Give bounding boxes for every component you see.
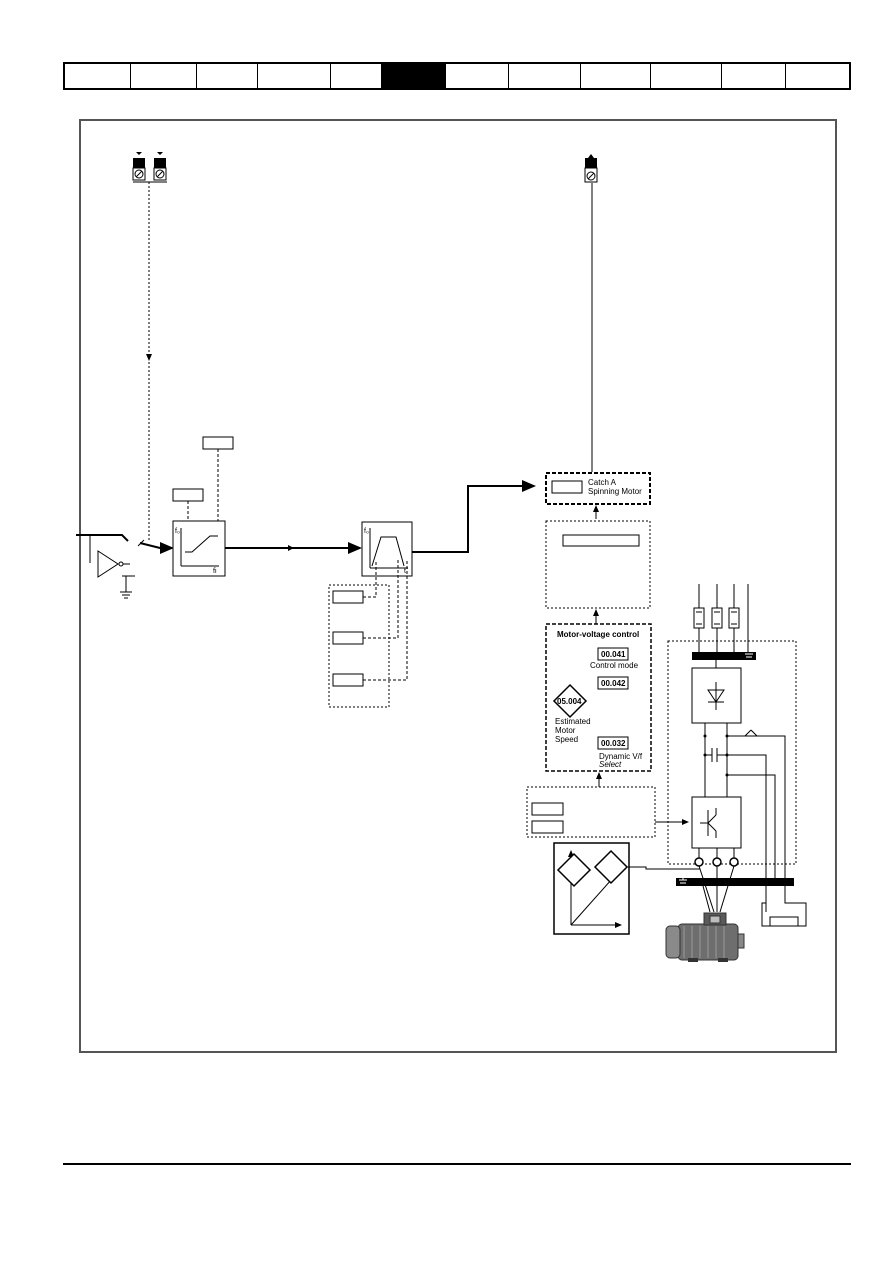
vf-graph-box: [553, 842, 630, 935]
param-box-b: [202, 436, 234, 450]
motor-voltage-title: Motor-voltage control: [557, 630, 639, 639]
chapter-tab-10[interactable]: [651, 64, 722, 88]
ramp-axis-y: f₀: [364, 528, 369, 535]
terminal-block-left-2: [153, 152, 167, 181]
chapter-tab-6-active[interactable]: [382, 64, 446, 88]
drive-power-box: [667, 640, 797, 865]
chapter-tab-7[interactable]: [446, 64, 509, 88]
estimated-label-2: Motor: [555, 726, 576, 735]
chapter-tab-5[interactable]: [331, 64, 382, 88]
lower-param-box-2: [531, 820, 564, 834]
chapter-tab-4[interactable]: [258, 64, 331, 88]
param-00032: 00.032: [601, 739, 626, 748]
output-terminal-u: [694, 857, 704, 867]
fuse-3: [728, 607, 740, 629]
dynamic-label-1: Dynamic V/f: [599, 752, 643, 761]
chapter-tab-bar: [63, 62, 851, 90]
limit-axis-x: fi: [213, 568, 217, 575]
catch-label-1: Catch A: [588, 478, 617, 487]
ramp-param-box-2: [332, 631, 364, 645]
vf-diamond-left: [556, 852, 592, 888]
limit-block: [172, 520, 226, 577]
fuse-2: [711, 607, 723, 629]
param-00041: 00.041: [601, 650, 626, 659]
motor-icon: [665, 912, 745, 962]
ramp-axis-x: t: [404, 568, 406, 575]
lower-param-group: [526, 786, 656, 838]
diagram-frame: [79, 119, 837, 1053]
ramp-param-box-1: [332, 590, 364, 604]
chapter-tab-3[interactable]: [197, 64, 258, 88]
param-05004: 05.004: [557, 697, 582, 706]
param-box-a: [172, 488, 204, 502]
estimated-speed-diamond: [552, 683, 588, 719]
catch-label-2: Spinning Motor: [588, 487, 642, 496]
terminal-block-right: [584, 154, 598, 183]
chapter-tab-9[interactable]: [581, 64, 651, 88]
chapter-tab-1[interactable]: [65, 64, 131, 88]
inverter-block: [691, 796, 742, 849]
input-bus-bar: [692, 652, 756, 660]
vf-diamond-right: [593, 849, 629, 885]
ramp-param-box-3: [332, 673, 364, 687]
frequency-param-bar: [562, 534, 640, 547]
chapter-tab-11[interactable]: [722, 64, 786, 88]
limit-axis-y: f₀: [175, 528, 180, 535]
terminal-block-left-1: [132, 152, 146, 181]
output-terminal-w: [729, 857, 739, 867]
chapter-tab-8[interactable]: [509, 64, 581, 88]
lower-param-box-1: [531, 802, 564, 816]
catch-param-box: [551, 480, 583, 494]
dynamic-label-2: Select: [599, 760, 622, 769]
fuse-1: [693, 607, 705, 629]
selector-switch: [139, 542, 174, 554]
frequency-group-box: [545, 520, 651, 609]
footer-rule: [63, 1163, 851, 1165]
estimated-label-1: Estimated: [555, 717, 591, 726]
ramp-param-group: [328, 584, 390, 708]
param-00041-label: Control mode: [590, 661, 639, 670]
output-terminal-v: [712, 857, 722, 867]
braking-resistor: [769, 916, 799, 927]
inverter-symbol: [97, 550, 119, 578]
estimated-label-3: Speed: [555, 735, 578, 744]
ground-bus-bar: [676, 878, 794, 886]
param-00042: 00.042: [601, 679, 626, 688]
chapter-tab-2[interactable]: [131, 64, 197, 88]
